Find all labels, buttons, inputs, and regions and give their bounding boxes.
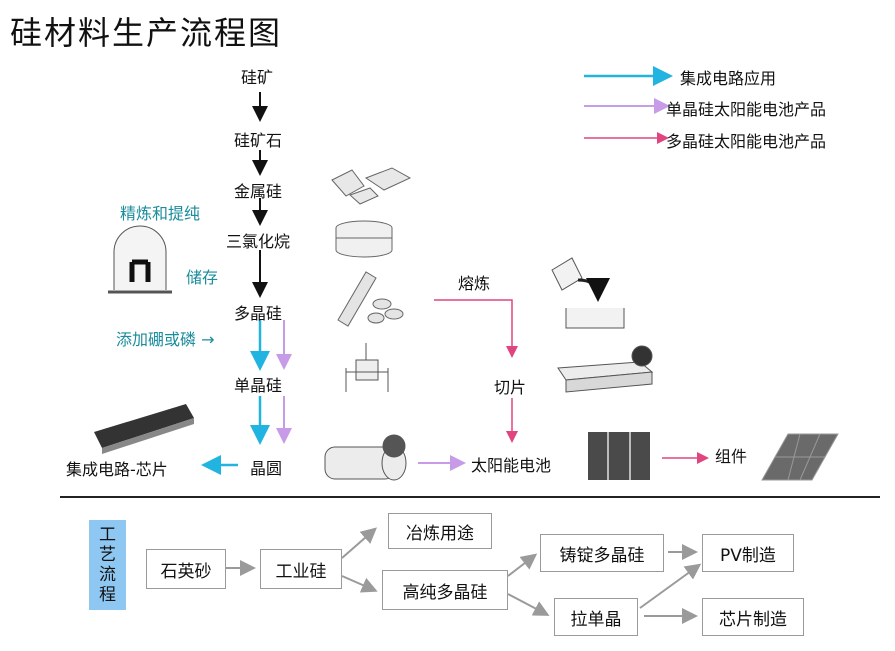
box-quartz-sand: 石英砂 <box>146 549 226 589</box>
process-title: 工 艺 流 程 <box>89 520 126 610</box>
label-refine: 精炼和提纯 <box>120 204 201 223</box>
wafer-cut-image <box>557 345 654 393</box>
arrow-poly-to-cut <box>434 299 518 358</box>
node-metal-si: 金属硅 <box>234 182 283 201</box>
node-poly-si: 多晶硅 <box>234 304 283 323</box>
box-industrial-si: 工业硅 <box>260 549 342 589</box>
box-pull-mono: 拉单晶 <box>554 598 638 636</box>
process-title-char: 艺 <box>99 545 116 565</box>
ingot-image <box>324 434 407 481</box>
bell-jar-image <box>108 225 172 294</box>
legend-mono-label: 单晶硅太阳能电池产品 <box>666 100 827 119</box>
process-title-char: 程 <box>99 585 116 605</box>
process-title-char: 流 <box>99 565 116 585</box>
node-melt: 熔炼 <box>458 274 491 293</box>
box-pv: PV制造 <box>702 534 794 572</box>
box-hp-poly: 高纯多晶硅 <box>382 570 508 610</box>
legend-poly-label: 多晶硅太阳能电池产品 <box>666 132 827 151</box>
legend-ic-label: 集成电路应用 <box>680 69 777 88</box>
node-solar-cell: 太阳能电池 <box>471 456 552 475</box>
node-ore-stone: 硅矿石 <box>234 131 283 150</box>
label-store: 储存 <box>186 268 219 287</box>
box-chip: 芯片制造 <box>702 598 804 636</box>
proc-arrow-pull-pv <box>639 563 702 609</box>
box-smelt-use: 冶炼用途 <box>388 513 492 549</box>
node-cut: 切片 <box>494 378 527 397</box>
node-mono-si: 单晶硅 <box>234 376 283 395</box>
node-ic-chip: 集成电路-芯片 <box>66 460 168 479</box>
proc-arrow-hp-cast <box>507 553 538 577</box>
ic-chip-image <box>94 404 194 454</box>
poly-rod-image <box>337 271 404 327</box>
label-dope: 添加硼或磷 → <box>116 330 215 349</box>
pour-image <box>551 257 625 329</box>
tcs-vessel-image <box>335 220 393 258</box>
metal-si-chips-image <box>331 167 412 205</box>
box-cast-poly: 铸锭多晶硅 <box>540 534 664 572</box>
node-wafer: 晶圆 <box>250 459 283 478</box>
page-title: 硅材料生产流程图 <box>10 14 283 52</box>
node-tcs: 三氯化烷 <box>226 232 291 251</box>
proc-arrow-industrial-smelt <box>341 527 378 559</box>
proc-arrow-industrial-hp <box>341 575 378 593</box>
solar-module-image <box>761 433 839 481</box>
node-ore: 硅矿 <box>241 68 274 87</box>
solar-cell-image <box>588 432 650 480</box>
proc-arrow-hp-pull <box>507 593 550 616</box>
crystal-puller-image <box>345 343 389 392</box>
process-title-char: 工 <box>99 525 116 545</box>
node-module: 组件 <box>715 447 748 466</box>
